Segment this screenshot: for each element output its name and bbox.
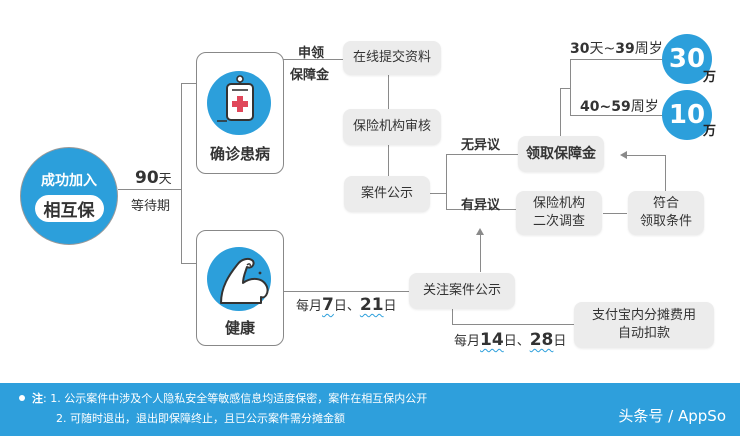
medical-clipboard-icon — [207, 71, 273, 141]
branch-diagnosed: 确诊患病 — [196, 52, 284, 174]
apply-label-2: 保障金 — [290, 68, 330, 83]
branch-healthy-label: 健康 — [224, 319, 255, 337]
payout-age-1: 30天~39周岁 — [570, 41, 663, 57]
waiting-days: 90天 — [135, 168, 172, 188]
payout-unit-1: 万 — [703, 70, 717, 85]
apply-label-1: 申领 — [298, 46, 325, 61]
payout-age-2: 40~59周岁 — [580, 99, 659, 115]
connector — [560, 88, 570, 89]
arrow-up-icon — [476, 228, 484, 235]
connector — [446, 154, 520, 155]
connector — [603, 213, 627, 214]
step-deduct: 支付宝内分摊费用 自动扣款 — [574, 302, 714, 348]
schedule-deduct: 每月14日、28日 — [454, 330, 567, 350]
start-node: 成功加入 相互保 — [20, 147, 118, 245]
step-receive: 领取保障金 — [518, 136, 604, 172]
branch-diagnosed-label: 确诊患病 — [209, 145, 270, 163]
connector — [627, 155, 665, 156]
step-qualify: 符合 领取条件 — [628, 191, 704, 235]
flexed-arm-icon — [207, 247, 273, 317]
connector — [570, 59, 664, 60]
connector — [480, 234, 481, 272]
connector — [452, 309, 453, 324]
branch-healthy: 健康 — [196, 230, 284, 346]
connector — [118, 189, 181, 190]
start-line1: 成功加入 — [41, 173, 97, 189]
connector — [446, 209, 516, 210]
connector — [181, 83, 196, 84]
payout-amount-2: 10 — [662, 90, 712, 140]
no-objection-label: 无异议 — [461, 138, 501, 153]
connector — [560, 88, 561, 142]
connector — [181, 83, 182, 263]
step-watch: 关注案件公示 — [409, 273, 515, 309]
connector — [452, 324, 574, 325]
footer-notes: 注: 1. 公示案件中涉及个人隐私安全等敏感信息均适度保密，案件在相互保内公开 … — [0, 383, 740, 436]
has-objection-label: 有异议 — [461, 198, 501, 213]
connector — [430, 193, 446, 194]
note-line-2: 2. 可随时退出，退出即保障终止，且已公示案件需分摊金额 — [56, 412, 345, 425]
connector — [283, 59, 343, 60]
connector — [570, 115, 664, 116]
payout-unit-2: 万 — [703, 124, 717, 139]
note-line-1: 注: 1. 公示案件中涉及个人隐私安全等敏感信息均适度保密，案件在相互保内公开 — [32, 392, 428, 405]
watermark: 头条号 / AppSo — [618, 407, 726, 425]
connector — [446, 154, 447, 209]
schedule-publicize: 每月7日、21日 — [296, 295, 397, 315]
connector — [570, 59, 571, 115]
step-investigate: 保险机构 二次调查 — [516, 191, 602, 235]
payout-amount-1: 30 — [662, 34, 712, 84]
bullet-icon — [19, 395, 25, 401]
connector — [181, 263, 196, 264]
start-line2: 相互保 — [34, 195, 104, 222]
connector — [665, 155, 666, 193]
arrow-left-icon — [620, 151, 627, 159]
step-review: 保险机构审核 — [343, 109, 441, 145]
connector — [283, 291, 409, 292]
waiting-label: 等待期 — [131, 199, 171, 214]
step-submit: 在线提交资料 — [343, 41, 441, 75]
step-publicize: 案件公示 — [344, 176, 430, 212]
